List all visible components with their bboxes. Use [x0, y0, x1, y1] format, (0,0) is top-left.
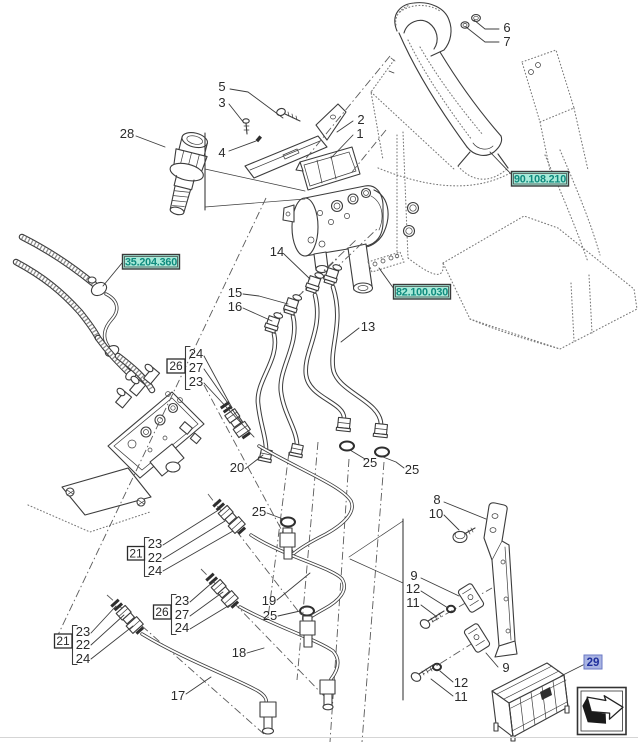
- reference-box-90-108-210[interactable]: 90.108.210: [510, 170, 570, 187]
- page-turn-arrow-glyph: [582, 695, 624, 724]
- plug-fitting-28-drawing: [169, 132, 208, 216]
- highlighted-callout-29[interactable]: 29: [583, 654, 603, 670]
- leader-lines: [90, 19, 586, 697]
- callout-16[interactable]: 16: [228, 299, 242, 314]
- hose-bundle-drawing: [255, 227, 390, 617]
- o-ring: [339, 440, 355, 452]
- kit-group-26-upper[interactable]: 26: [166, 345, 191, 391]
- reference-label[interactable]: 82.100.030: [396, 287, 448, 299]
- callout-7[interactable]: 7: [503, 34, 510, 49]
- reference-label[interactable]: 90.108.210: [514, 174, 566, 186]
- callout-22[interactable]: 22: [76, 637, 90, 652]
- elbow-fitting: [279, 527, 296, 560]
- callout-11[interactable]: 11: [406, 595, 420, 610]
- callout-5[interactable]: 5: [218, 79, 225, 94]
- pointer-bracket-28: [204, 132, 306, 211]
- kit-group-21-lower[interactable]: 21: [53, 624, 78, 666]
- callout-6[interactable]: 6: [503, 20, 510, 35]
- bolt-drawing: [276, 107, 301, 122]
- rear-frame-drawing: [396, 49, 638, 350]
- callout-3[interactable]: 3: [218, 95, 225, 110]
- callout-27[interactable]: 27: [189, 360, 203, 375]
- callout-24[interactable]: 24: [189, 346, 203, 361]
- hose-fitting: [323, 264, 343, 286]
- callout-13[interactable]: 13: [361, 319, 375, 334]
- kit-group-26-lower[interactable]: 26: [152, 593, 177, 636]
- kit-number[interactable]: 21: [56, 634, 70, 648]
- callout-25[interactable]: 25: [252, 504, 266, 519]
- callout-9[interactable]: 9: [410, 568, 417, 583]
- hose-fitting: [305, 272, 325, 294]
- hose-fitting: [264, 312, 284, 334]
- kit-group-21-upper[interactable]: 21: [126, 536, 150, 578]
- reference-label[interactable]: 35.204.360: [125, 257, 177, 269]
- support-bracket-drawing: [410, 502, 518, 682]
- continuation-arrow-icon: [576, 686, 627, 736]
- callout-17[interactable]: 17: [171, 688, 185, 703]
- kit-number[interactable]: 26: [155, 605, 169, 619]
- callout-22[interactable]: 22: [148, 550, 162, 565]
- callout-18[interactable]: 18: [232, 645, 246, 660]
- callout-23[interactable]: 23: [148, 536, 162, 551]
- loader-arm-drawing: [370, 2, 513, 187]
- mid-mount-valve-drawing: [242, 103, 405, 294]
- o-ring: [374, 446, 390, 458]
- callout-23[interactable]: 23: [76, 624, 90, 639]
- o-ring: [280, 516, 296, 528]
- elbow-fitting: [299, 615, 316, 648]
- elbow-fitting: [259, 701, 277, 735]
- callout-24[interactable]: 24: [175, 620, 189, 635]
- callout-24[interactable]: 24: [76, 651, 90, 666]
- steel-pipes-drawing: [108, 399, 354, 735]
- callout-4[interactable]: 4: [218, 145, 225, 160]
- callout-20[interactable]: 20: [230, 460, 244, 475]
- kit-number[interactable]: 26: [169, 359, 183, 373]
- hose-fitting: [283, 294, 303, 316]
- callout-25[interactable]: 25: [263, 608, 277, 623]
- callout-12[interactable]: 12: [406, 581, 420, 596]
- valve-spool-stubs: [115, 363, 161, 409]
- callout-14[interactable]: 14: [270, 244, 284, 259]
- reference-box-35-204-360[interactable]: 35.204.360: [121, 253, 181, 270]
- callout-8[interactable]: 8: [433, 492, 440, 507]
- callout-24[interactable]: 24: [148, 563, 162, 578]
- callout-27[interactable]: 27: [175, 607, 189, 622]
- elbow-fitting: [319, 679, 336, 711]
- callouts: 5 3 4 28 2 1 6 7 14 15 16 13 24 27 23 20…: [76, 20, 511, 704]
- callout-23[interactable]: 23: [189, 374, 203, 389]
- callout-15[interactable]: 15: [228, 285, 242, 300]
- callout-2[interactable]: 2: [357, 112, 364, 127]
- callout-9[interactable]: 9: [502, 660, 509, 675]
- callout-19[interactable]: 19: [262, 593, 276, 608]
- callout-23[interactable]: 23: [175, 593, 189, 608]
- reference-box-82-100-030[interactable]: 82.100.030: [392, 283, 452, 300]
- remote-valve-drawing: [12, 233, 205, 533]
- callout-25[interactable]: 25: [363, 455, 377, 470]
- callout-25[interactable]: 25: [405, 462, 419, 477]
- kit-number[interactable]: 21: [129, 547, 143, 561]
- callout-12[interactable]: 12: [454, 675, 468, 690]
- nut-and-washer-drawing: [460, 13, 481, 29]
- callout-11[interactable]: 11: [454, 689, 468, 704]
- callout-28[interactable]: 28: [120, 126, 134, 141]
- callout-10[interactable]: 10: [429, 506, 443, 521]
- highlighted-callout-label[interactable]: 29: [587, 657, 600, 669]
- callout-1[interactable]: 1: [356, 126, 363, 141]
